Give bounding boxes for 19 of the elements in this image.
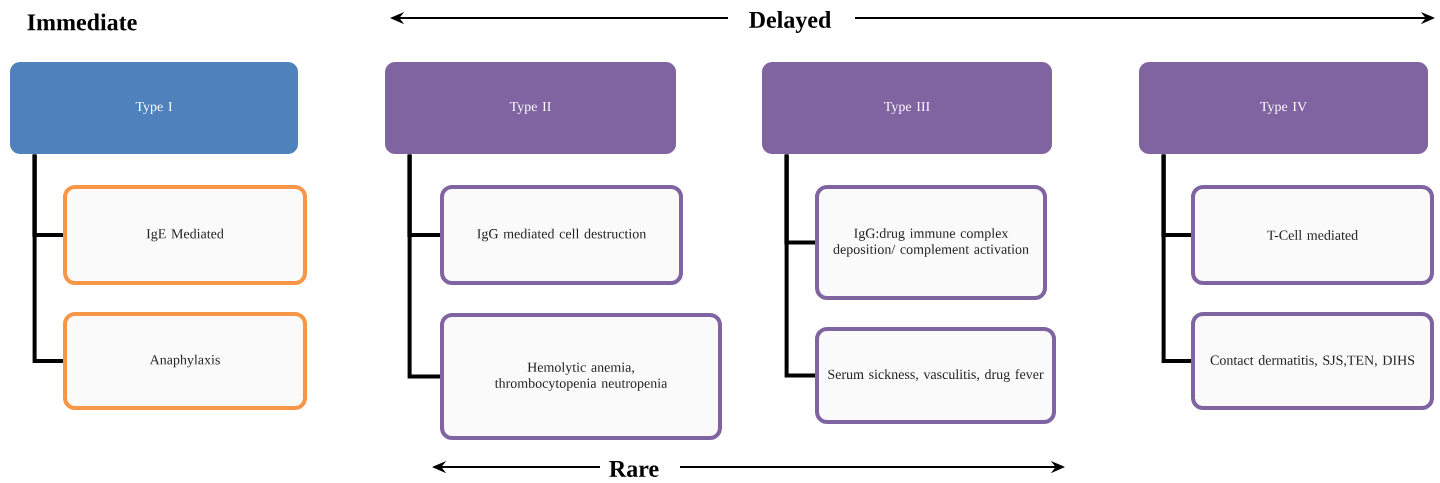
item-box: IgE Mediated: [63, 185, 307, 285]
connector-line: [407, 154, 440, 379]
type-header-box: Type IV: [1139, 62, 1428, 154]
item-box: IgG:drug immune complex deposition/ complement activation: [815, 185, 1047, 300]
connector-line: [1161, 154, 1191, 363]
item-box: Anaphylaxis: [63, 312, 307, 410]
timing-label: Immediate: [27, 13, 137, 31]
item-box: Contact dermatitis, SJS,TEN, DIHS: [1191, 312, 1434, 410]
timing-label: Delayed: [749, 11, 832, 33]
connector-line: [784, 154, 815, 378]
type-header-box: Type I: [10, 62, 298, 154]
item-box: IgG mediated cell destruction: [440, 185, 683, 285]
type-header-box: Type II: [385, 62, 676, 154]
type-header-box: Type III: [762, 62, 1052, 154]
timing-label: Rare: [609, 461, 659, 477]
item-box: Hemolytic anemia, thrombocytopenia neutropenia: [440, 313, 722, 440]
item-box: Serum sickness, vasculitis, drug fever: [815, 327, 1056, 424]
item-box: T-Cell mediated: [1191, 185, 1434, 285]
connector-line: [32, 154, 63, 363]
